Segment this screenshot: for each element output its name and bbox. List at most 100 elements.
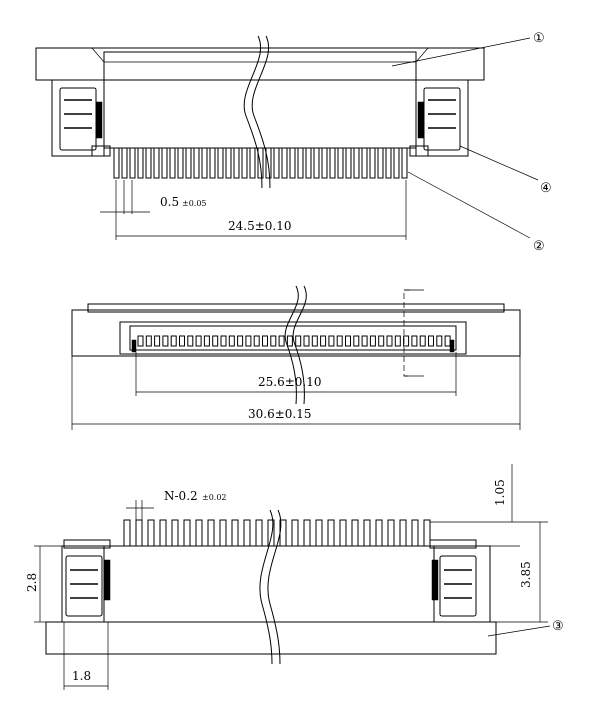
contact <box>369 335 376 347</box>
contact <box>228 335 235 347</box>
contact <box>436 335 443 347</box>
pin-offset-1-05: 1.05 <box>493 479 507 506</box>
side-right-latch <box>431 555 477 617</box>
span-30-6: 30.6±0.15 <box>248 407 312 421</box>
pin <box>161 147 168 179</box>
pin <box>225 147 232 179</box>
pin <box>121 147 128 179</box>
pin <box>147 519 155 547</box>
contact <box>253 335 260 347</box>
pin <box>385 147 392 179</box>
pin <box>209 147 216 179</box>
contact <box>378 335 385 347</box>
contact <box>162 335 169 347</box>
contact <box>394 335 401 347</box>
pin <box>207 519 215 547</box>
contact <box>286 335 293 347</box>
contact <box>137 335 144 347</box>
contact <box>353 335 360 347</box>
pin <box>249 147 256 179</box>
pin <box>267 519 275 547</box>
pin <box>329 147 336 179</box>
contact <box>403 335 410 347</box>
contact <box>145 335 152 347</box>
contact <box>345 335 351 347</box>
callout-1: ① <box>533 31 545 46</box>
pin <box>369 147 376 179</box>
pin <box>195 519 203 547</box>
pin <box>193 147 200 179</box>
pin <box>399 519 407 547</box>
contact <box>295 335 302 347</box>
pin <box>265 147 272 179</box>
contact <box>203 335 210 347</box>
pin <box>129 147 136 179</box>
pin <box>289 147 296 179</box>
pin <box>375 519 383 547</box>
pin <box>363 519 371 547</box>
pin <box>351 519 359 547</box>
pin <box>137 147 144 179</box>
side-view-pins <box>123 519 431 547</box>
pin <box>361 147 368 179</box>
cable-break <box>243 35 263 189</box>
contact <box>361 335 368 347</box>
pin <box>169 147 176 179</box>
contact <box>320 335 327 347</box>
contact <box>212 335 219 347</box>
pin <box>153 147 160 179</box>
pin-width-value: N-0.2 <box>164 489 198 503</box>
pin <box>353 147 360 179</box>
front-view <box>71 285 521 430</box>
pin <box>183 519 191 547</box>
pin <box>231 519 239 547</box>
contact <box>444 335 451 347</box>
pin <box>345 147 352 179</box>
span-24-5: 24.5±0.10 <box>228 219 292 233</box>
contact <box>245 335 252 347</box>
pin <box>123 519 131 547</box>
pin <box>159 519 167 547</box>
contact <box>428 335 434 347</box>
left-latch <box>59 87 103 151</box>
pin-width-tolerance: ±0.02 <box>202 493 227 502</box>
right-latch <box>417 87 461 151</box>
contact <box>187 335 194 347</box>
pin <box>273 147 280 179</box>
span-25-6: 25.6±0.10 <box>258 375 322 389</box>
pin <box>219 519 227 547</box>
pin <box>339 519 347 547</box>
pin <box>241 147 248 179</box>
top-view <box>35 35 539 240</box>
pin <box>411 519 419 547</box>
pin <box>305 147 312 179</box>
pin <box>321 147 328 179</box>
pin <box>145 147 152 179</box>
contact <box>154 335 161 347</box>
contact <box>179 335 185 347</box>
top-view-pins <box>113 147 408 179</box>
pin <box>303 519 311 547</box>
pin <box>393 147 400 179</box>
front-view-contacts <box>137 335 451 347</box>
pin <box>177 147 184 179</box>
contact <box>262 335 268 347</box>
side-left-latch <box>65 555 111 617</box>
side-view <box>34 464 551 690</box>
pin <box>171 519 179 547</box>
pin <box>315 519 323 547</box>
pin <box>255 519 263 547</box>
contact <box>311 335 318 347</box>
offset-1-8: 1.8 <box>72 669 91 683</box>
pin <box>281 147 288 179</box>
pin <box>401 147 408 179</box>
callout-2: ② <box>533 239 545 254</box>
pin <box>313 147 320 179</box>
contact <box>419 335 426 347</box>
pin <box>291 519 299 547</box>
pin <box>233 147 240 179</box>
pin <box>217 147 224 179</box>
contact <box>411 335 418 347</box>
pin <box>243 519 251 547</box>
